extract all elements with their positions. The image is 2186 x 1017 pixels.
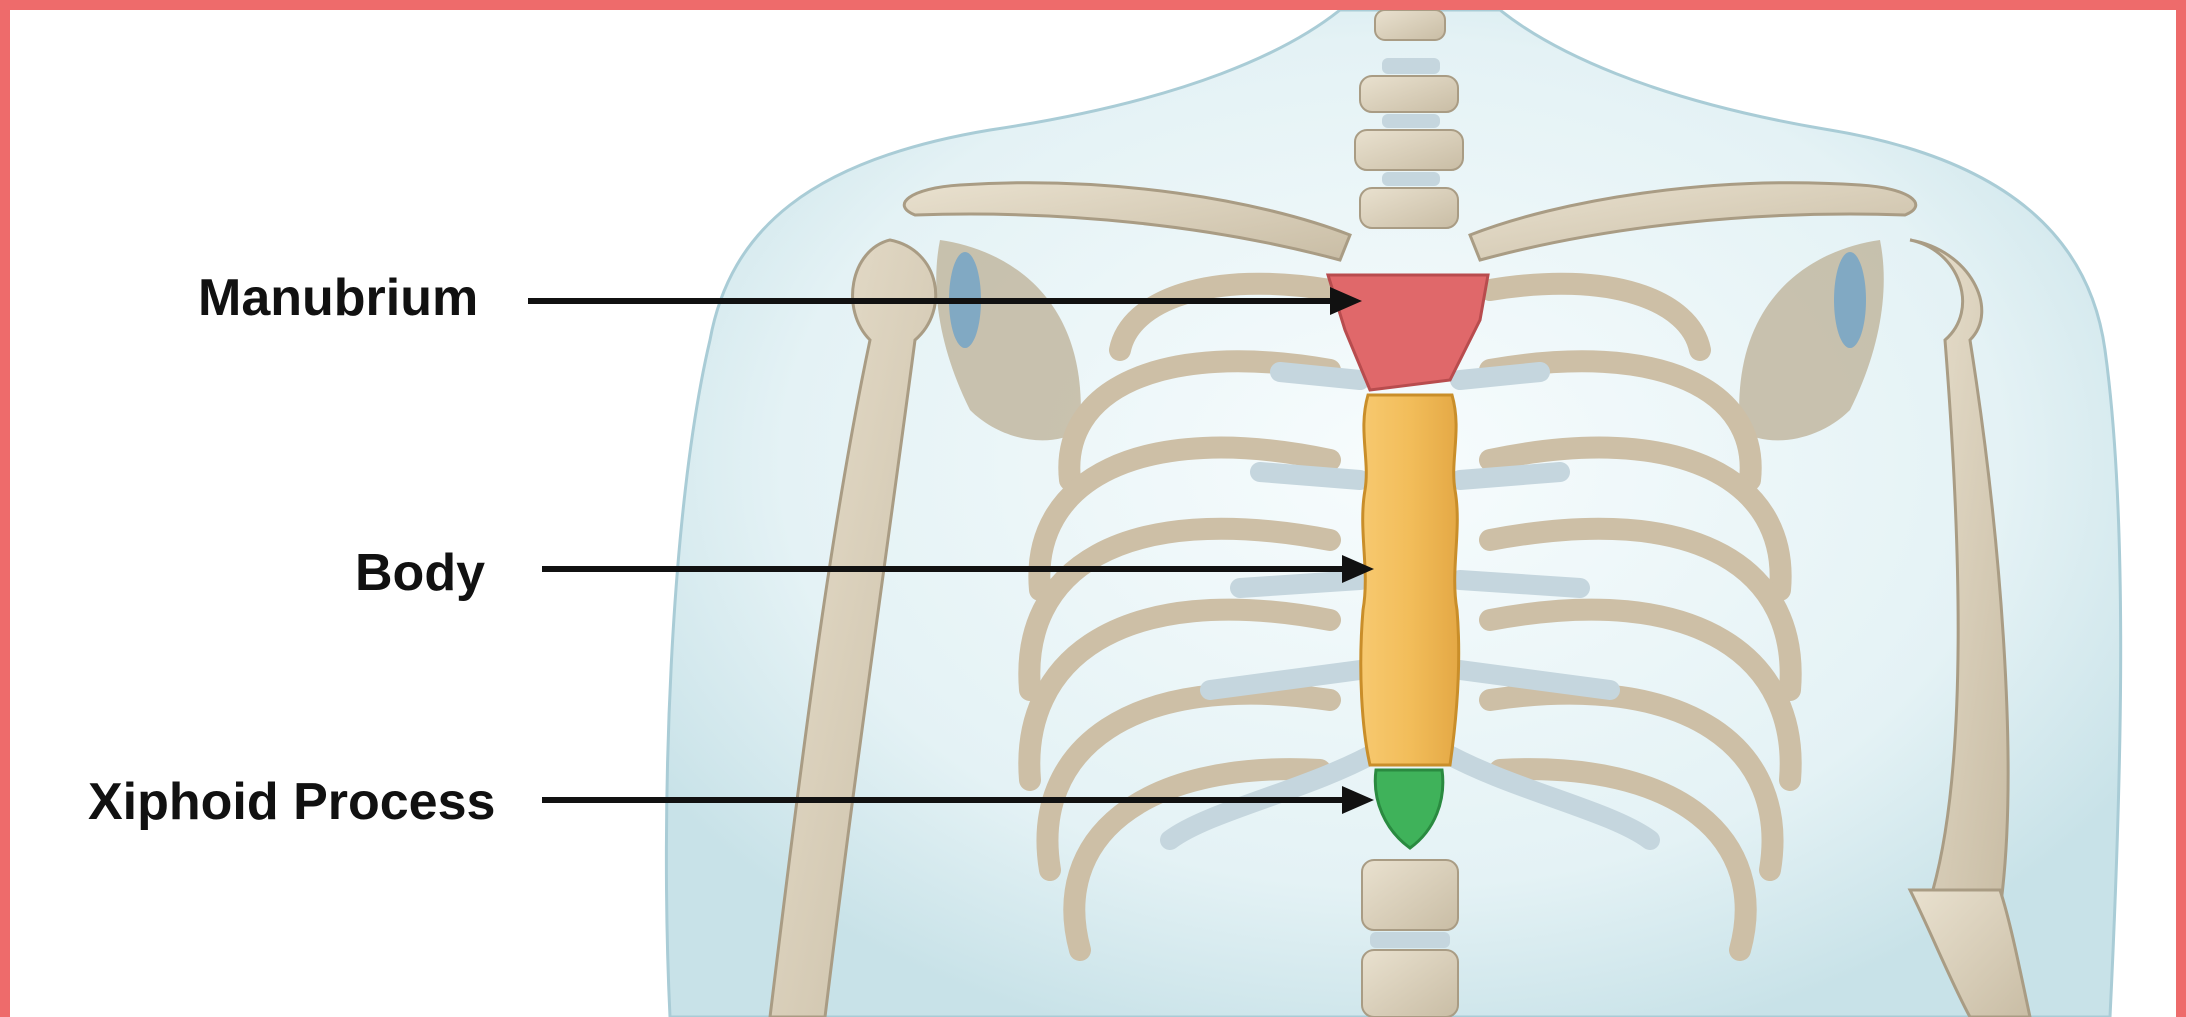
costal-cartilage-right-4 [1460, 580, 1580, 588]
thorax-skeleton-illustration [10, 10, 2186, 1017]
sternum-body-highlight [1361, 395, 1459, 765]
label-manubrium: Manubrium [198, 272, 478, 324]
costal-cartilage-right-3 [1460, 472, 1560, 480]
label-body: Body [355, 547, 485, 599]
costal-cartilage-left-3 [1260, 472, 1360, 480]
costal-cartilage-right-2 [1460, 372, 1540, 380]
costal-cartilage-left-2 [1280, 372, 1360, 380]
label-xiphoid-process: Xiphoid Process [88, 776, 495, 828]
lumbar-spine [1362, 860, 1458, 1017]
right-shoulder-cartilage [1834, 252, 1866, 348]
